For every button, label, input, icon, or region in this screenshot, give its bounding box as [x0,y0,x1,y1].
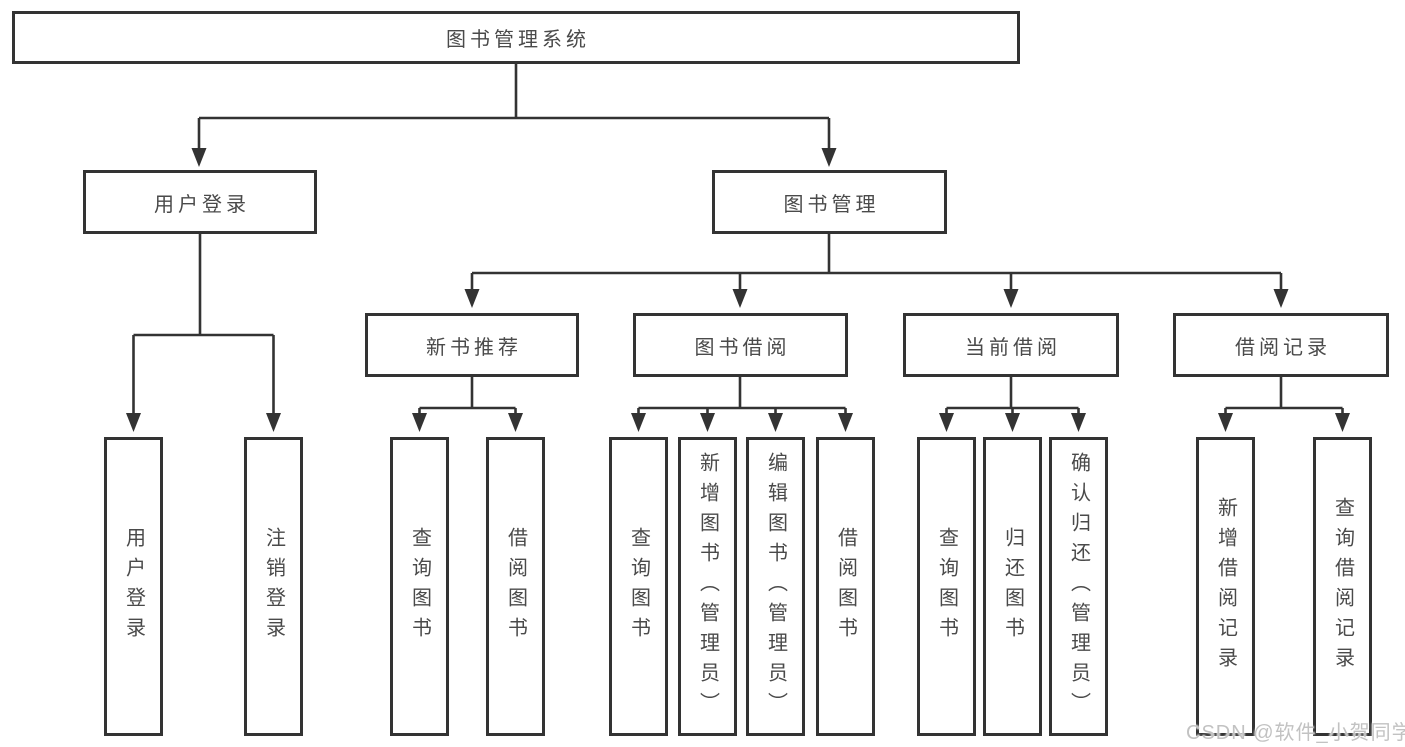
node-label: 用户登录 [154,193,250,216]
node-label: 借阅图书 [504,526,527,647]
node-borrowing-records: 借阅记录 [1173,313,1389,377]
node-label: 查询图书 [408,526,431,647]
node-query-books: 查询图书 [390,437,449,736]
node-label: 新书推荐 [426,336,522,359]
node-label: 新增图书（管理员） [696,451,719,722]
node-book-management: 图书管理 [712,170,947,234]
node-label: 查询图书 [627,526,650,647]
node-confirm-return-admin: 确认归还（管理员） [1049,437,1108,736]
node-add-books-admin: 新增图书（管理员） [678,437,737,736]
node-label: 图书管理系统 [446,29,590,51]
node-borrow-books: 借阅图书 [486,437,545,736]
node-label: 借阅记录 [1235,336,1331,359]
node-edit-books-admin: 编辑图书（管理员） [746,437,805,736]
node-label: 归还图书 [1001,526,1024,647]
node-borrow-books-2: 借阅图书 [816,437,875,736]
node-book-borrowing: 图书借阅 [633,313,848,377]
node-label: 编辑图书（管理员） [764,451,787,722]
node-query-books-3: 查询图书 [917,437,976,736]
node-query-books-2: 查询图书 [609,437,668,736]
node-label: 新增借阅记录 [1214,496,1237,677]
node-label: 用户登录 [122,526,145,647]
node-library-management-system: 图书管理系统 [12,11,1020,64]
node-query-borrow-record: 查询借阅记录 [1313,437,1372,736]
node-user-login: 用户登录 [104,437,163,736]
node-return-books: 归还图书 [983,437,1042,736]
node-new-book-recommendation: 新书推荐 [365,313,579,377]
node-label: 注销登录 [262,526,285,647]
node-label: 确认归还（管理员） [1067,451,1090,722]
node-logout: 注销登录 [244,437,303,736]
node-label: 当前借阅 [965,336,1061,359]
node-label: 图书管理 [783,193,880,216]
node-label: 图书借阅 [694,336,791,359]
csdn-watermark: CSDN @软件_小贺同学 [1186,722,1405,744]
node-user-login-group: 用户登录 [83,170,317,234]
node-current-borrowing: 当前借阅 [903,313,1119,377]
node-label: 借阅图书 [834,526,857,647]
node-label: 查询图书 [935,526,958,647]
node-label: 查询借阅记录 [1331,496,1354,677]
node-add-borrow-record: 新增借阅记录 [1196,437,1255,736]
arrowheads [126,148,1350,432]
